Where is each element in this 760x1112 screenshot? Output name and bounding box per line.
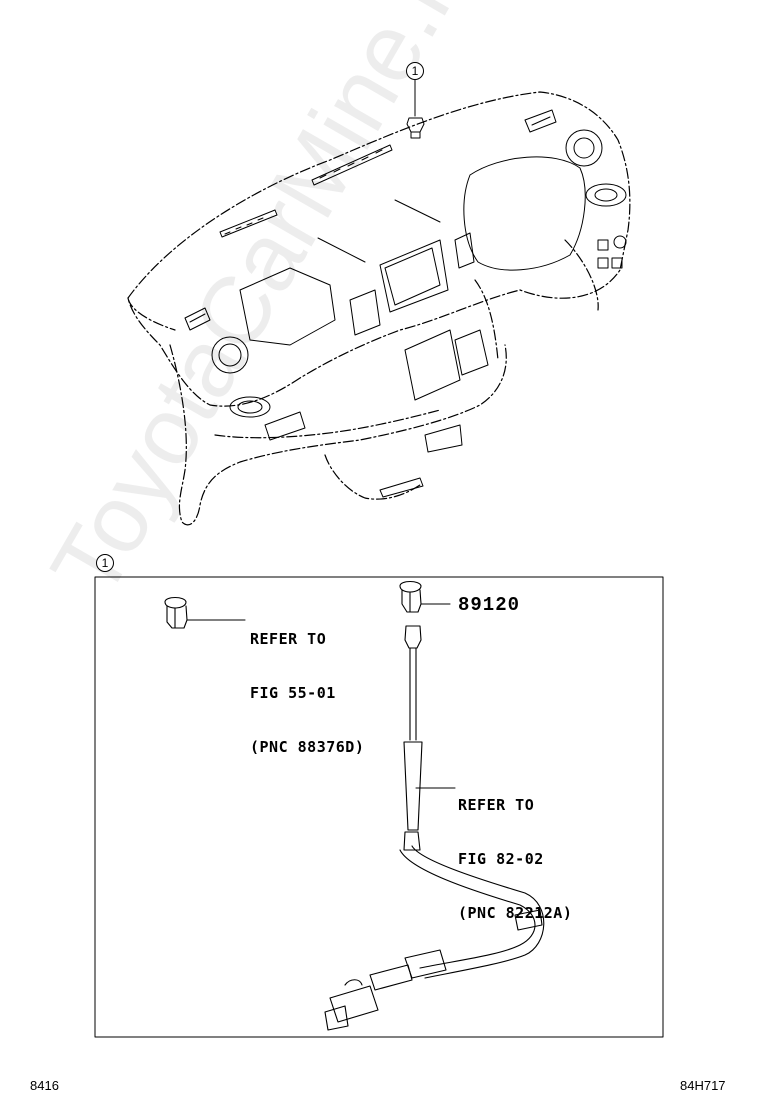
footer-right-code: 84H717	[680, 1078, 726, 1093]
sensor-harness-icon	[324, 625, 545, 1031]
ref-line: FIG 55-01	[250, 684, 336, 702]
detail-frame	[94, 576, 664, 1038]
part-number-89120[interactable]: 89120	[458, 594, 521, 616]
part-89120-icon	[399, 580, 451, 613]
callout-1-box: 1	[96, 554, 114, 572]
ref-line: REFER TO	[250, 630, 327, 648]
ref-label-fig55: REFER TO FIG 55-01 (PNC 88376D)	[250, 594, 364, 792]
ref-line: (PNC 88376D)	[250, 738, 365, 756]
ref-line: FIG 82-02	[458, 850, 544, 868]
ref-line: REFER TO	[458, 796, 535, 814]
dashboard-details	[184, 79, 627, 498]
ref-line: (PNC 82212A)	[458, 904, 573, 922]
ref-label-fig82: REFER TO FIG 82-02 (PNC 82212A)	[458, 760, 572, 958]
footer-left-code: 8416	[30, 1078, 59, 1093]
callout-1-top: 1	[406, 62, 424, 80]
clip-part-icon	[164, 596, 246, 629]
dashboard-illustration	[127, 91, 631, 526]
